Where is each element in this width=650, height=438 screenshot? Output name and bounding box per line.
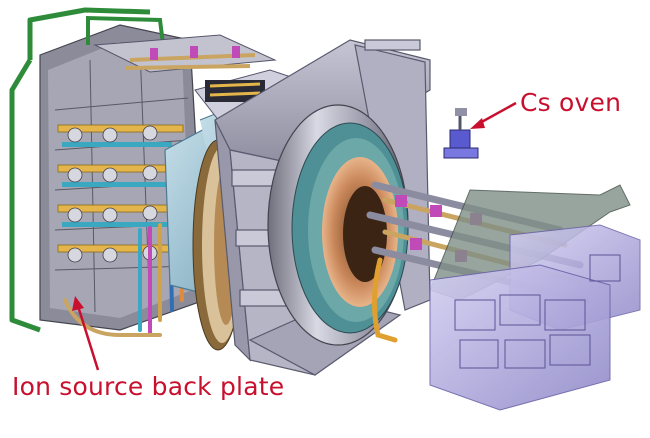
vacuum-modules [429,224,641,411]
back-plate-assembly [9,7,277,333]
cs-oven-label: Cs oven [520,88,622,117]
vacuum-vessel [267,104,409,346]
ion-source-back-plate-label: Ion source back plate [12,372,285,401]
cs-oven [443,108,479,159]
back-plate-callout [72,296,100,371]
cs-oven-callout [470,101,517,129]
